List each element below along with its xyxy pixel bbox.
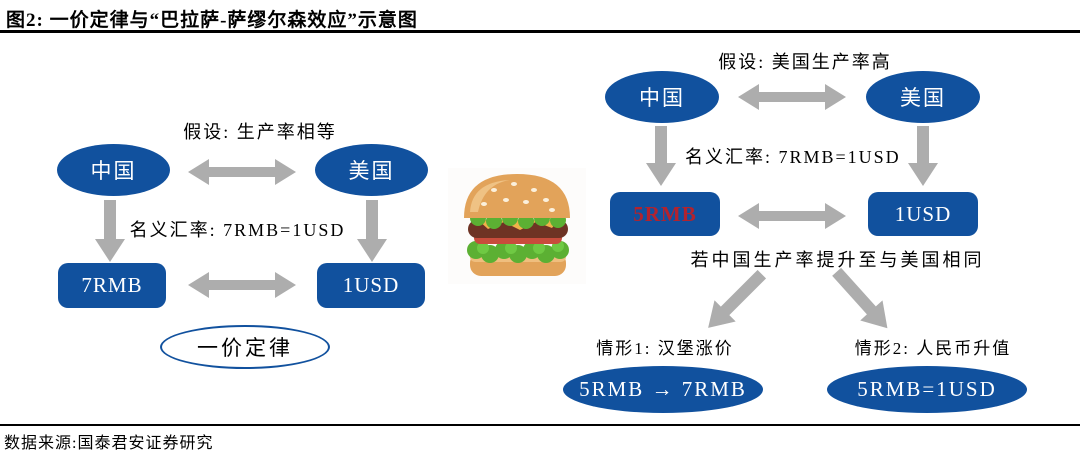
left-assumption-label: 假设: 生产率相等: [183, 122, 337, 142]
left-china-node: 中国: [57, 144, 170, 196]
title-underline: [0, 30, 1080, 33]
left-usa-down-arrow-icon: [357, 200, 387, 262]
left-exchange-rate-label: 名义汇率: 7RMB=1USD: [129, 220, 346, 240]
right-productivity-double-arrow-icon: [738, 84, 846, 110]
right-price-double-arrow-icon: [738, 203, 846, 229]
right-usa-down-arrow-icon: [908, 126, 938, 186]
right-china-node: 中国: [605, 71, 719, 123]
figure-title: 图2: 一价定律与“巴拉萨-萨缪尔森效应”示意图: [6, 10, 418, 31]
left-7rmb-box: 7RMB: [58, 263, 166, 308]
left-price-double-arrow-icon: [188, 272, 296, 298]
law-of-one-price-node: 一价定律: [160, 325, 330, 369]
scenario1-label: 情形1: 汉堡涨价: [596, 339, 734, 358]
left-usa-node: 美国: [315, 144, 428, 196]
scenario2-diagonal-arrow-icon: [825, 262, 898, 339]
footer-divider: [0, 424, 1080, 426]
right-exchange-rate-label: 名义汇率: 7RMB=1USD: [685, 147, 901, 167]
right-1usd-box: 1USD: [868, 192, 978, 236]
scenario1-result-node: 5RMB → 7RMB: [563, 366, 763, 413]
right-5rmb-value: 5RMB: [633, 201, 697, 226]
right-usa-node: 美国: [866, 71, 980, 123]
data-source: 数据来源:国泰君安证券研究: [4, 435, 214, 452]
left-1usd-box: 1USD: [317, 263, 425, 308]
scenario2-result-node: 5RMB=1USD: [827, 366, 1027, 413]
scenario1-diagonal-arrow-icon: [698, 264, 773, 339]
hamburger-image: [448, 168, 586, 289]
right-china-down-arrow-icon: [646, 126, 676, 186]
right-condition-label: 若中国生产率提升至与美国相同: [690, 250, 985, 270]
scenario2-label: 情形2: 人民币升值: [854, 339, 1012, 358]
left-productivity-double-arrow-icon: [188, 159, 296, 185]
right-assumption-label: 假设: 美国生产率高: [718, 52, 892, 72]
right-5rmb-box: 5RMB: [610, 192, 720, 236]
left-china-down-arrow-icon: [95, 200, 125, 262]
